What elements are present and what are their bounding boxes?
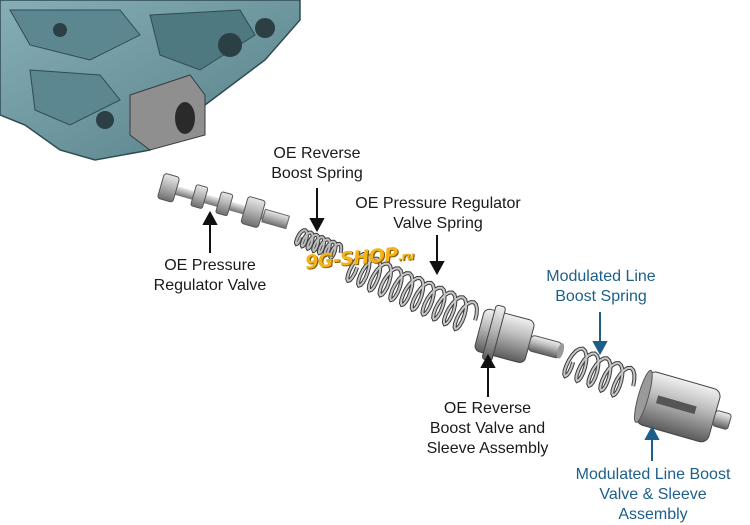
label-line: Valve Spring bbox=[393, 215, 483, 232]
label-line: Sleeve Assembly bbox=[426, 440, 549, 457]
springs-group bbox=[293, 228, 637, 398]
pressure-regulator-valve-part bbox=[157, 173, 291, 230]
label-line: Regulator Valve bbox=[153, 277, 267, 294]
modulated-line-boost-valve-part bbox=[633, 369, 732, 443]
reverse-boost-spring-part bbox=[293, 228, 344, 261]
arrow-modulated-line-boost-spring bbox=[592, 312, 608, 356]
label-line: OE Pressure Regulator bbox=[355, 195, 521, 212]
watermark-suffix: .ru bbox=[397, 249, 415, 264]
label-line: Boost Spring bbox=[555, 288, 647, 305]
label-oe-reverse-boost-valve-sleeve: OE Reverse Boost Valve and Sleeve Assemb… bbox=[415, 399, 560, 459]
callout-arrows bbox=[202, 188, 660, 461]
label-modulated-line-boost-valve-sleeve: Modulated Line Boost Valve & Sleeve Asse… bbox=[563, 465, 743, 525]
label-oe-reverse-boost-spring: OE Reverse Boost Spring bbox=[262, 144, 372, 184]
arrow-reverse-boost-spring bbox=[309, 188, 325, 233]
label-line: OE Pressure bbox=[164, 257, 256, 274]
label-line: Modulated Line bbox=[546, 268, 656, 285]
label-line: Assembly bbox=[618, 506, 688, 523]
label-line: OE Reverse bbox=[443, 400, 532, 417]
valve-body-casting bbox=[0, 0, 301, 161]
label-modulated-line-boost-spring: Modulated Line Boost Spring bbox=[538, 267, 664, 307]
arrow-pressure-regulator-spring bbox=[429, 235, 445, 276]
label-line: OE Reverse bbox=[273, 145, 361, 162]
arrow-reverse-boost-valve bbox=[480, 353, 496, 397]
arrow-modulated-line-boost-valve bbox=[644, 425, 660, 461]
pressure-regulator-spring-part bbox=[345, 252, 479, 332]
label-oe-pressure-regulator-valve: OE Pressure Regulator Valve bbox=[145, 256, 275, 296]
label-line: Boost Spring bbox=[271, 165, 363, 182]
label-line: Valve & Sleeve bbox=[599, 486, 707, 503]
reverse-boost-valve-part bbox=[474, 304, 565, 363]
label-line: Boost Valve and bbox=[429, 420, 546, 437]
label-oe-pressure-regulator-valve-spring: OE Pressure Regulator Valve Spring bbox=[347, 194, 529, 234]
modulated-line-boost-spring-part bbox=[562, 346, 637, 398]
label-line: Modulated Line Boost bbox=[575, 466, 731, 483]
arrow-pressure-regulator-valve bbox=[202, 210, 218, 253]
